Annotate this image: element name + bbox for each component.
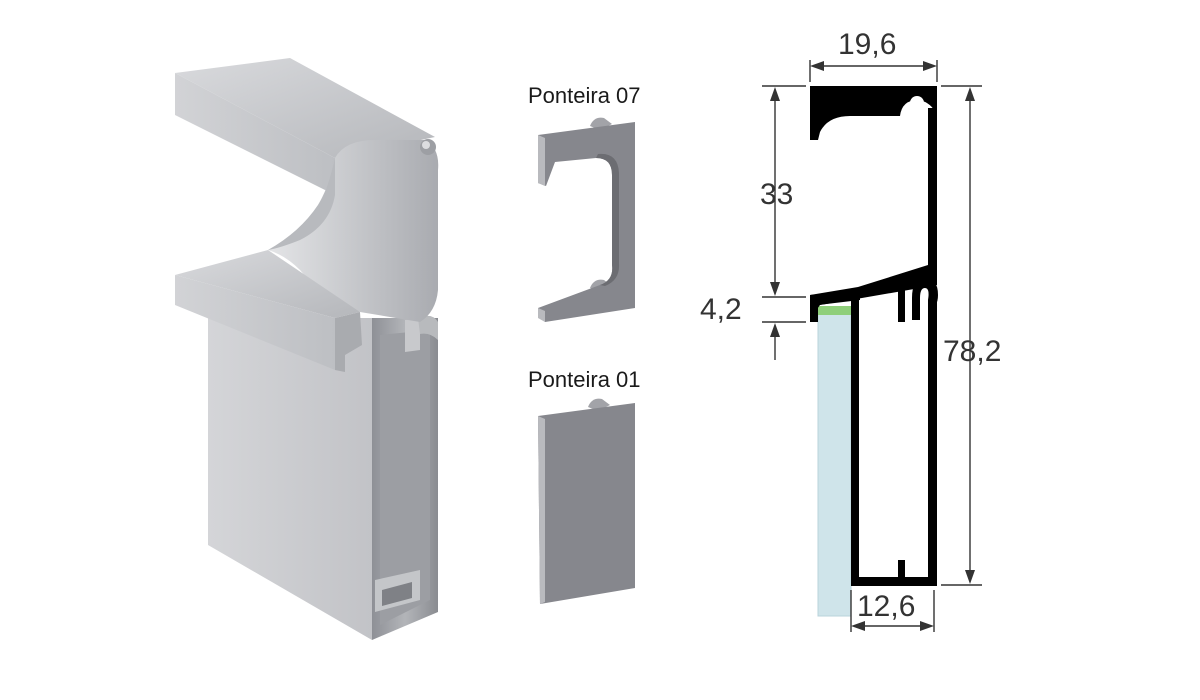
glass-seal <box>818 306 851 315</box>
dim-bottom-width-label: 12,6 <box>857 590 916 623</box>
glass-panel <box>817 313 852 617</box>
profile-lower-lip <box>175 250 360 318</box>
profile-side-face <box>208 318 372 640</box>
dimension-lines <box>762 60 982 632</box>
profile-3d-view <box>175 58 439 640</box>
caption-ponteira-01: Ponteira 01 <box>528 367 641 392</box>
dim-upper-height-label: 33 <box>760 178 794 211</box>
profile-rib <box>405 318 420 352</box>
section-right-wall-lower <box>928 300 937 585</box>
dim-lip-height-label: 4,2 <box>700 293 742 326</box>
section-top-head <box>810 86 937 140</box>
profile-top-flange-face <box>175 73 335 195</box>
end-cap-01-shape <box>538 403 635 604</box>
profile-lower-lip-face <box>175 275 335 370</box>
section-left-wall <box>851 300 859 585</box>
section-bottom <box>851 577 937 586</box>
end-cap-07-shape <box>538 122 635 322</box>
profile-top-flange <box>175 58 435 158</box>
end-cap-01 <box>538 398 635 604</box>
section-bead <box>912 278 938 320</box>
profile-grip-curve <box>268 140 439 322</box>
dim-total-height-label: 78,2 <box>943 335 1002 368</box>
profile-channel-inner <box>380 330 430 625</box>
end-cap-07 <box>538 117 635 322</box>
dim-top-width-label: 19,6 <box>838 28 897 61</box>
end-cap-01-pin <box>588 398 610 411</box>
cross-section <box>810 86 938 617</box>
caption-ponteira-07: Ponteira 07 <box>528 83 641 108</box>
section-right-wall-upper <box>928 108 937 273</box>
section-hook <box>810 290 860 322</box>
